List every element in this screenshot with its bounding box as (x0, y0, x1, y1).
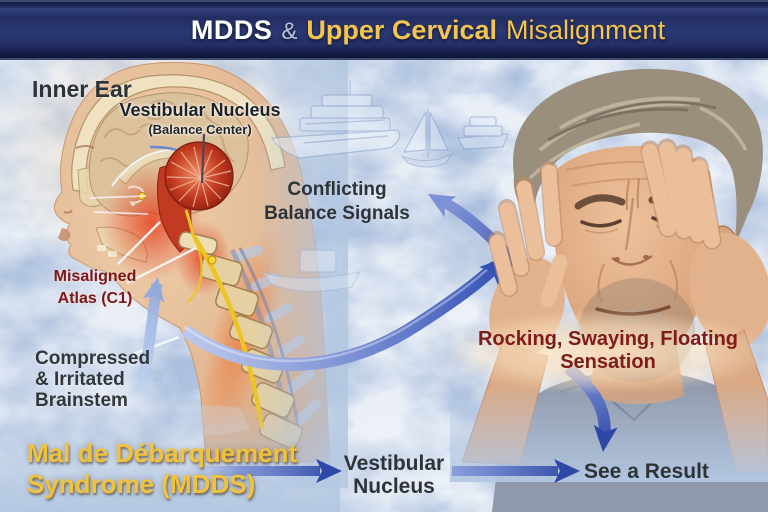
title-ampersand: & (281, 17, 298, 45)
faint-boat (170, 405, 250, 436)
neck-up-arrow (135, 277, 165, 395)
closed-eyes (580, 219, 622, 228)
distant-boat (442, 81, 500, 95)
cerebellum-vestibular-nucleus (164, 141, 234, 211)
title-upper-cervical: Upper Cervical (306, 14, 498, 45)
gray-hair (512, 68, 763, 248)
fishing-boat (260, 238, 362, 293)
cruise-ship (271, 80, 400, 159)
ferry-boat (457, 116, 509, 150)
title-mdds: MDDS (190, 14, 273, 45)
title-bar: MDDS & Upper Cervical Misalignment (0, 0, 768, 60)
flow-arrow-vestibular-to-result (452, 459, 580, 483)
sailboat (401, 108, 454, 168)
page-title: MDDS & Upper Cervical Misalignment (191, 15, 665, 46)
face-profile-details (63, 145, 95, 214)
hair-streaks (528, 96, 748, 180)
faded-ships-watermark (170, 80, 509, 436)
flow-arrow-mdds-to-vestibular (188, 459, 342, 483)
title-misalignment: Misalignment (506, 14, 666, 45)
callout-lines (89, 133, 206, 357)
